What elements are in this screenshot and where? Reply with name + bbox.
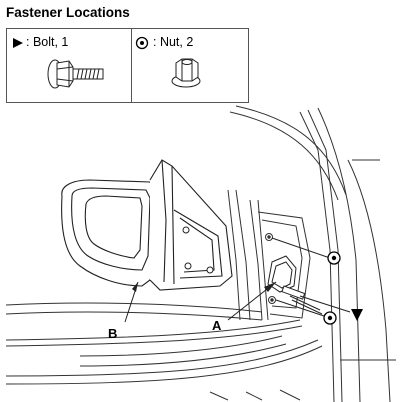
bolt-symbol-icon <box>13 38 23 48</box>
bolt-illustration-icon <box>47 59 104 89</box>
callout-a: A <box>212 318 222 333</box>
nut-illustration-icon <box>171 58 201 88</box>
bolt-legend-label: : Bolt, 1 <box>26 35 69 49</box>
legend-title: Fastener Locations <box>6 5 130 20</box>
nut-legend-label: : Nut, 2 <box>153 35 194 49</box>
nut-callout-symbol-icon <box>323 251 341 325</box>
bolt-callout-symbol-icon <box>351 309 363 321</box>
callout-b: B <box>108 326 118 341</box>
nut-legend-box: : Nut, 2 <box>131 28 249 103</box>
nut-symbol-icon <box>135 36 149 50</box>
